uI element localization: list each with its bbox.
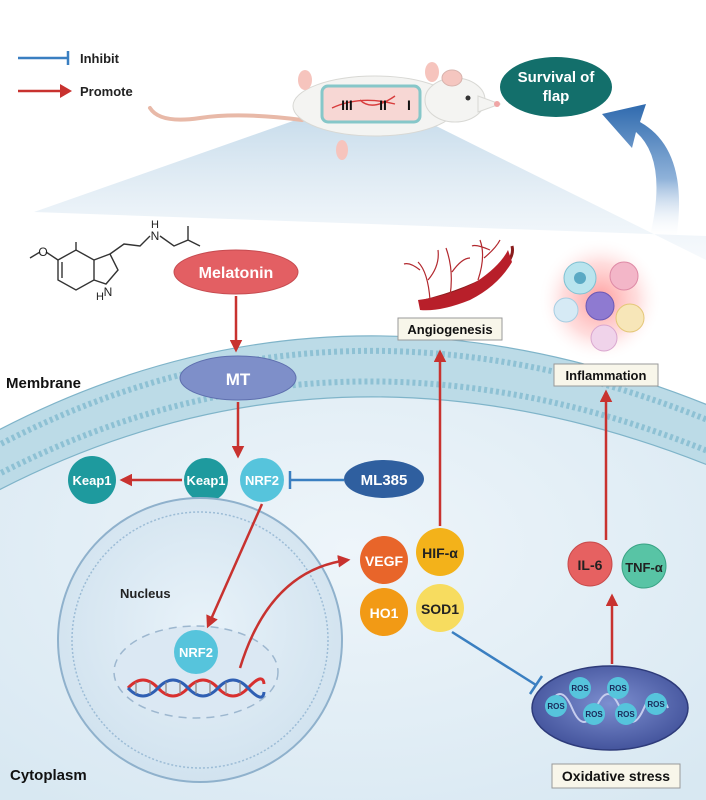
angiogenesis-label: Angiogenesis bbox=[407, 322, 492, 337]
melatonin-label: Melatonin bbox=[199, 265, 274, 282]
zoom-beam bbox=[34, 108, 706, 260]
rat-illustration: III II I bbox=[148, 62, 502, 160]
survival-curved-arrow bbox=[602, 104, 680, 240]
ros-label: ROS bbox=[647, 700, 665, 709]
tnf-node bbox=[621, 543, 667, 589]
legend: Inhibit Promote bbox=[18, 51, 133, 99]
molecule-n: N bbox=[151, 229, 160, 243]
nrf2-nucleus-node bbox=[174, 630, 218, 674]
legend-promote-label: Promote bbox=[80, 84, 133, 99]
vegf-label: VEGF bbox=[365, 553, 404, 569]
tnf-label: TNF-α bbox=[625, 560, 663, 575]
angiogenesis-box bbox=[397, 317, 503, 341]
ho1-label: HO1 bbox=[370, 605, 399, 621]
mt-label: MT bbox=[226, 370, 251, 389]
keap1-free-node bbox=[68, 456, 116, 504]
inflammation-cells bbox=[538, 238, 662, 362]
flap-zone-3: III bbox=[341, 97, 353, 113]
ros-label: ROS bbox=[547, 702, 565, 711]
sod1-node bbox=[416, 584, 464, 632]
survival-line1: Survival of bbox=[518, 69, 596, 86]
mt-receptor bbox=[179, 355, 297, 401]
ros-node bbox=[607, 677, 629, 699]
survival-line2: flap bbox=[543, 88, 570, 105]
keap1-free-label: Keap1 bbox=[72, 473, 111, 488]
keap1-bound-label: Keap1 bbox=[186, 473, 225, 488]
nrf2-label: NRF2 bbox=[245, 473, 279, 488]
cytoplasm-label: Cytoplasm bbox=[10, 767, 87, 784]
hif-label: HIF-α bbox=[422, 545, 458, 561]
il6-label: IL-6 bbox=[578, 557, 603, 573]
flap-zone-1: I bbox=[407, 97, 411, 113]
sod1-label: SOD1 bbox=[421, 601, 459, 617]
ros-group: ROS ROS ROS ROS ROS ROS bbox=[545, 677, 667, 725]
ros-node bbox=[583, 703, 605, 725]
nrf2-nucleus-label: NRF2 bbox=[179, 645, 213, 660]
membrane-label: Membrane bbox=[6, 375, 81, 392]
legend-inhibit-label: Inhibit bbox=[80, 51, 120, 66]
molecule-ring-h: H bbox=[96, 291, 104, 303]
molecule-nh: H bbox=[151, 219, 159, 231]
oxidative-stress-label: Oxidative stress bbox=[562, 768, 670, 784]
hif-node bbox=[416, 528, 464, 576]
ml385-node bbox=[344, 460, 424, 498]
skin-flap bbox=[320, 84, 422, 124]
angiogenesis-vessels bbox=[403, 239, 514, 311]
nrf2-node bbox=[240, 458, 284, 502]
il6-node bbox=[567, 541, 613, 587]
ros-node bbox=[569, 677, 591, 699]
molecule-o: O bbox=[38, 245, 47, 259]
dna-helix bbox=[126, 677, 266, 699]
ml385-label: ML385 bbox=[361, 472, 408, 489]
oxidative-stress-box bbox=[551, 763, 681, 789]
melatonin-structure bbox=[29, 226, 201, 291]
ros-label: ROS bbox=[585, 710, 603, 719]
flap-zone-2: II bbox=[379, 97, 387, 113]
nucleus-label: Nucleus bbox=[120, 586, 171, 601]
ros-node bbox=[545, 695, 567, 717]
inflammation-label: Inflammation bbox=[566, 368, 647, 383]
vegf-node bbox=[360, 536, 408, 584]
survival-node: Survival of flap bbox=[500, 57, 612, 117]
ros-node bbox=[645, 693, 667, 715]
ho1-node bbox=[360, 588, 408, 636]
melatonin-node bbox=[173, 249, 299, 295]
molecule-ring-n: N bbox=[104, 285, 113, 299]
ros-label: ROS bbox=[571, 684, 589, 693]
ros-node bbox=[615, 703, 637, 725]
ros-label: ROS bbox=[609, 684, 627, 693]
rat-tail bbox=[148, 106, 304, 122]
keap1-bound-node bbox=[184, 458, 228, 502]
inflammation-box bbox=[553, 363, 659, 387]
ros-label: ROS bbox=[617, 710, 635, 719]
